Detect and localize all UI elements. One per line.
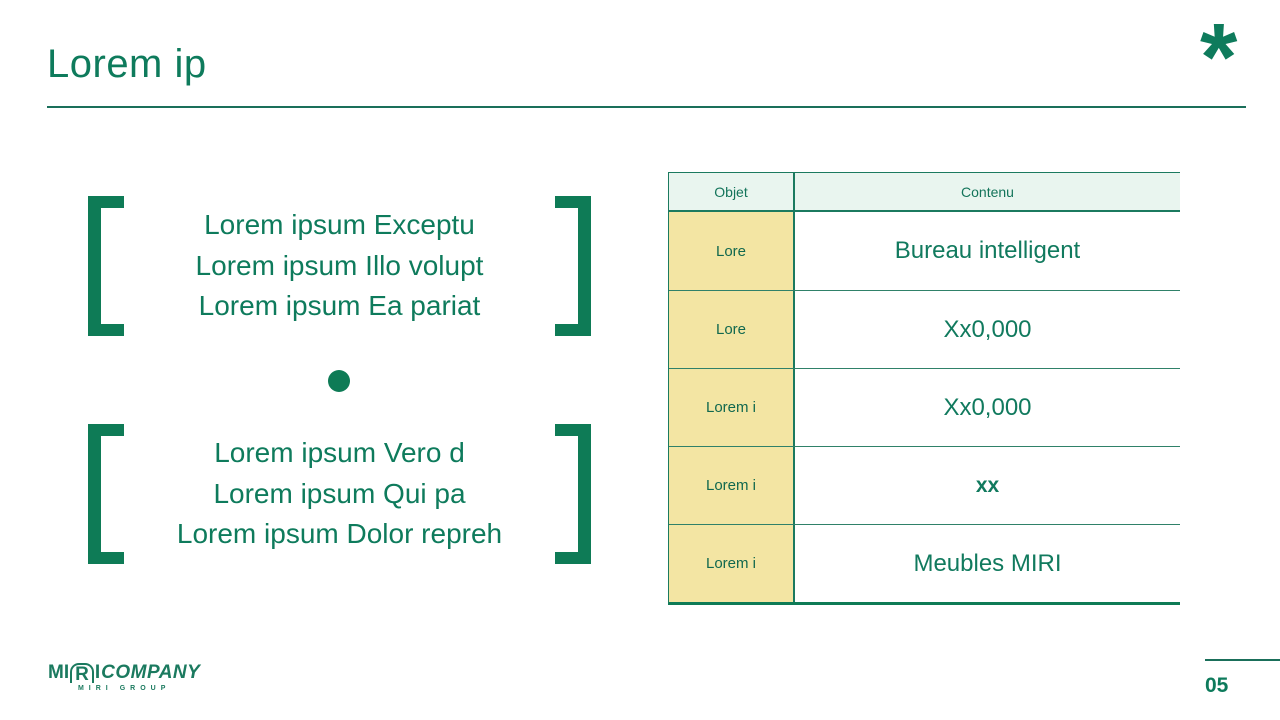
bracket-text-block-2: Lorem ipsum Vero d Lorem ipsum Qui pa Lo… — [88, 424, 591, 564]
page-number: 05 — [1205, 674, 1229, 697]
table-cell-contenu: Meubles MIRI — [795, 525, 1180, 602]
bracket-text-1: Lorem ipsum Exceptu Lorem ipsum Illo vol… — [124, 205, 555, 327]
page-number-divider — [1205, 659, 1280, 661]
title-divider — [47, 106, 1246, 108]
content-table: Objet Contenu Lore Bureau intelligent Lo… — [668, 172, 1180, 605]
table-cell-objet: Lore — [669, 291, 795, 368]
dot-separator-icon — [328, 370, 350, 392]
page-title: Lorem ip — [47, 42, 207, 86]
table-cell-objet: Lore — [669, 212, 795, 290]
table-cell-objet: Lorem i — [669, 525, 795, 602]
logo-tagline: MIRI GROUP — [77, 685, 171, 692]
table-cell-objet: Lorem i — [669, 447, 795, 524]
table-row: Lorem i xx — [669, 446, 1180, 524]
logo-arch-icon: R — [70, 663, 94, 684]
table-cell-contenu: Bureau intelligent — [795, 212, 1180, 290]
left-bracket-icon — [88, 424, 124, 564]
table-header-row: Objet Contenu — [669, 173, 1180, 212]
logo-letter-i: I — [63, 662, 70, 683]
left-bracket-icon — [88, 196, 124, 336]
table-row: Lorem i Xx0,000 — [669, 368, 1180, 446]
table-row: Lore Xx0,000 — [669, 290, 1180, 368]
bracket-text-block-1: Lorem ipsum Exceptu Lorem ipsum Illo vol… — [88, 196, 591, 336]
right-bracket-icon — [555, 424, 591, 564]
table-cell-contenu: Xx0,000 — [795, 291, 1180, 368]
table-cell-contenu: Xx0,000 — [795, 369, 1180, 446]
bracket-1-line-3: Lorem ipsum Ea pariat — [198, 290, 481, 322]
table-row: Lorem i Meubles MIRI — [669, 524, 1180, 602]
logo-letter-m: M — [48, 662, 64, 683]
table-header-objet: Objet — [669, 173, 795, 210]
bracket-2-line-2: Lorem ipsum Qui pa — [213, 477, 466, 509]
logo-company-text: COMPANY — [101, 662, 201, 683]
table-header-contenu: Contenu — [795, 173, 1180, 210]
logo-letter-i: I — [94, 662, 101, 683]
right-bracket-icon — [555, 196, 591, 336]
bracket-1-line-2: Lorem ipsum Illo volupt — [195, 249, 484, 281]
bracket-2-line-1: Lorem ipsum Vero d — [214, 437, 465, 469]
bracket-text-2: Lorem ipsum Vero d Lorem ipsum Qui pa Lo… — [124, 433, 555, 555]
bracket-2-line-3: Lorem ipsum Dolor repreh — [176, 518, 503, 550]
asterisk-icon: * — [1200, 4, 1238, 111]
bracket-1-line-1: Lorem ipsum Exceptu — [204, 209, 475, 241]
page-number-block: 05 — [1205, 659, 1280, 698]
table-cell-objet: Lorem i — [669, 369, 795, 446]
table-row: Lore Bureau intelligent — [669, 212, 1180, 290]
table-cell-contenu: xx — [795, 447, 1180, 524]
